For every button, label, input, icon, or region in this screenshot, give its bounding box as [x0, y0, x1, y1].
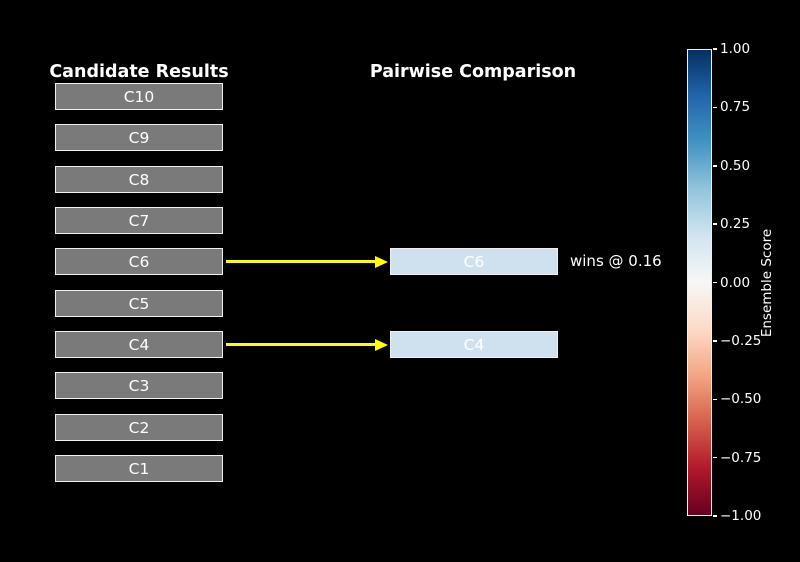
colorbar-tick-label: −1.00 [720, 508, 762, 524]
colorbar-tick-mark [713, 223, 717, 225]
colorbar-tick-mark [713, 340, 717, 342]
winner-box-c4: C4 [390, 331, 558, 358]
arrow-c4-line [226, 343, 377, 346]
colorbar-tick-mark [713, 515, 717, 517]
candidate-results-title: Candidate Results [49, 62, 229, 82]
candidate-box-c7: C7 [55, 207, 223, 234]
colorbar-tick-mark [713, 456, 717, 459]
candidate-box-c4: C4 [55, 331, 223, 358]
candidate-label: C10 [123, 87, 155, 106]
winner-box-c6: C6 [390, 248, 558, 275]
colorbar-tick-label: 0.75 [720, 99, 751, 116]
candidate-box-c10: C10 [55, 83, 223, 110]
candidate-box-c6: C6 [55, 248, 223, 275]
colorbar-tick-label: −0.75 [720, 449, 762, 466]
colorbar-tick-label: 0.50 [720, 157, 751, 174]
arrow-c6-head-icon [375, 255, 388, 268]
candidate-label: C8 [128, 170, 150, 189]
candidate-box-c1: C1 [55, 455, 223, 482]
candidate-box-c9: C9 [55, 124, 223, 151]
candidate-box-c8: C8 [55, 166, 223, 193]
candidate-box-c5: C5 [55, 290, 223, 317]
colorbar-tick-label: 1.00 [720, 41, 751, 57]
colorbar-tick-mark [713, 165, 717, 167]
colorbar-tick-label: 0.00 [720, 274, 751, 291]
candidate-label: C1 [128, 459, 150, 478]
candidate-label: C2 [128, 418, 150, 437]
colorbar-gradient [687, 49, 712, 516]
colorbar-tick-mark [713, 398, 717, 400]
colorbar-axis-label: Ensemble Score [759, 228, 775, 338]
win-score-annotation: wins @ 0.16 [570, 252, 662, 270]
colorbar-tick-mark [713, 48, 717, 50]
arrow-c4-head-icon [375, 338, 388, 351]
colorbar-tick-mark [713, 106, 717, 109]
candidate-label: C7 [128, 211, 150, 230]
candidate-label: C4 [128, 335, 150, 354]
winner-box-c6-label: C6 [463, 252, 485, 271]
colorbar-tick-label: −0.50 [720, 391, 762, 408]
pairwise-comparison-title: Pairwise Comparison [369, 62, 577, 82]
colorbar-tick-mark [713, 281, 717, 284]
candidate-box-c3: C3 [55, 372, 223, 399]
winner-box-c4-label: C4 [463, 335, 485, 354]
colorbar-tick-label: 0.25 [720, 216, 751, 233]
colorbar-tick-label: −0.25 [720, 332, 762, 349]
candidate-label: C5 [128, 294, 150, 313]
candidate-box-c2: C2 [55, 414, 223, 441]
candidate-label: C9 [128, 128, 150, 147]
candidate-label: C6 [128, 252, 150, 271]
candidate-label: C3 [128, 376, 150, 395]
arrow-c6-line [226, 260, 377, 263]
